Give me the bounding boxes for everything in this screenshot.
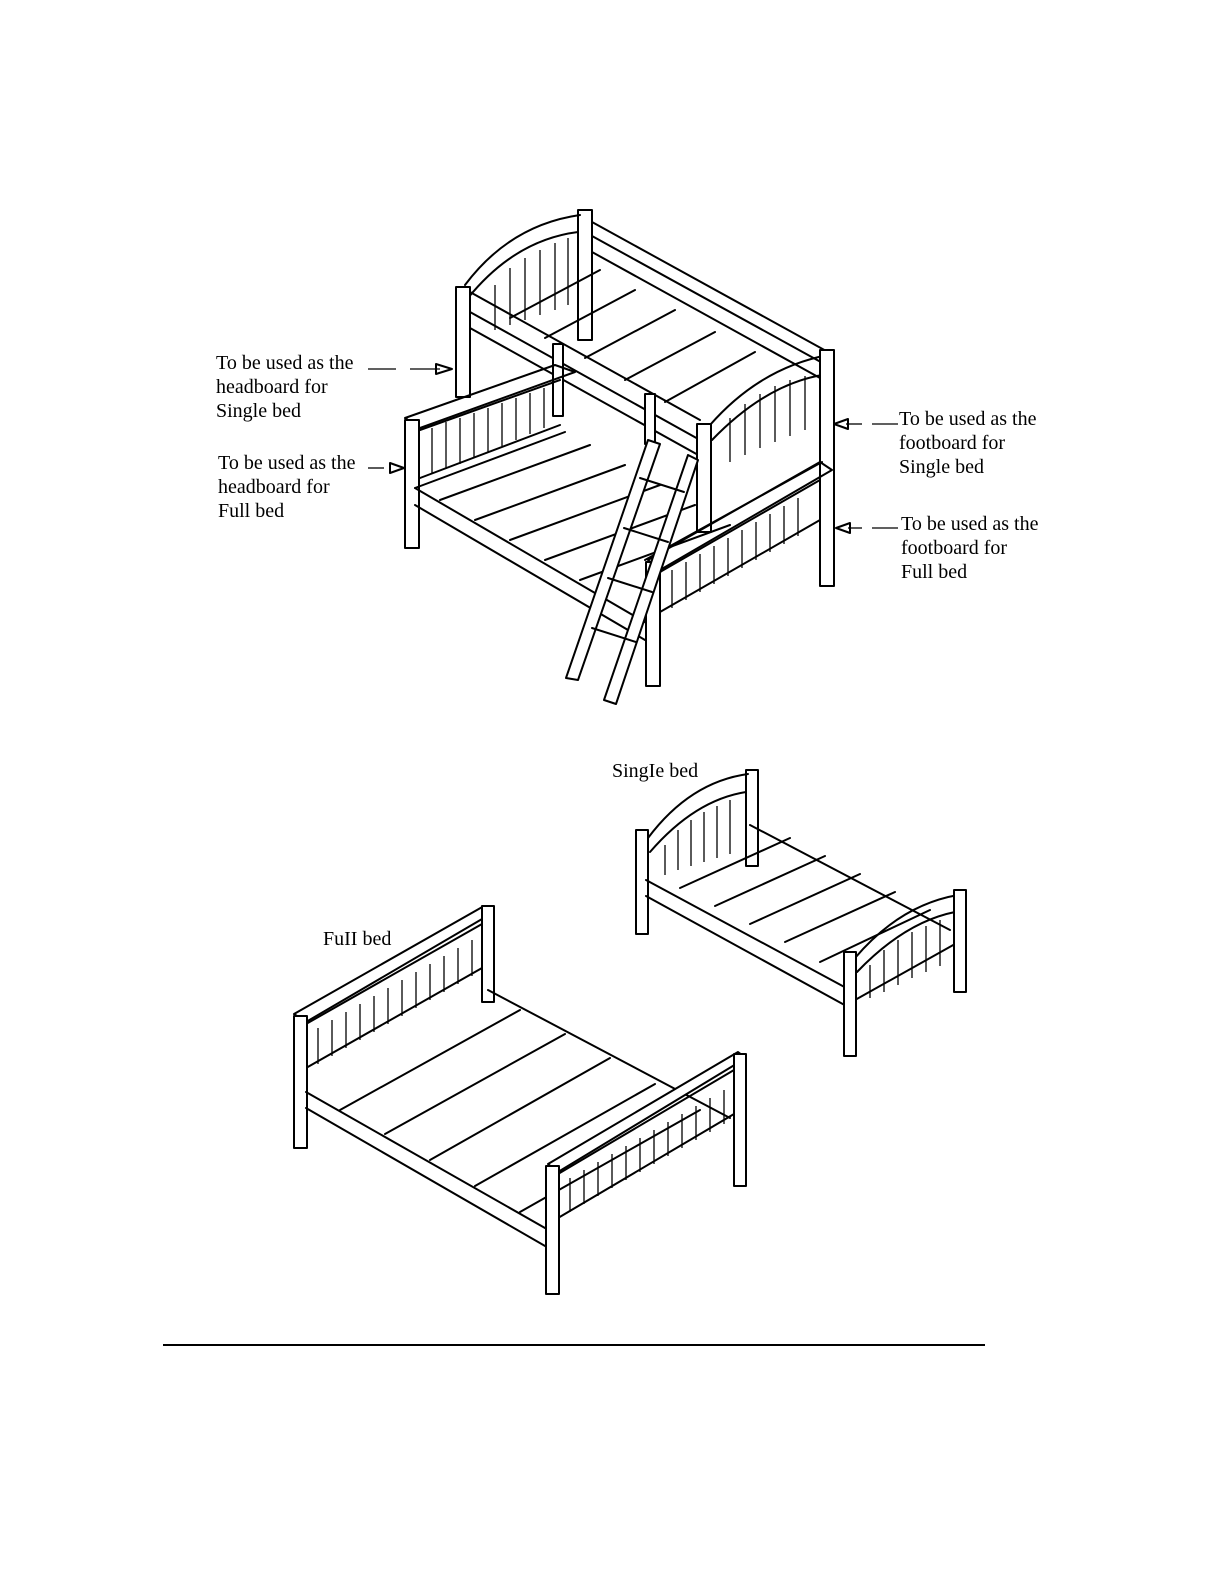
label-line: To be used as the: [218, 451, 355, 475]
label-line: headboard for: [218, 475, 355, 499]
label-line: footboard for: [899, 431, 1036, 455]
full-headboard-label: To be used as the headboard for Full bed: [218, 451, 355, 523]
label-line: footboard for: [901, 536, 1038, 560]
single-headboard-label: To be used as the headboard for Single b…: [216, 351, 353, 423]
label-line: To be used as the: [901, 512, 1038, 536]
single-footboard-label: To be used as the footboard for Single b…: [899, 407, 1036, 479]
label-line: To be used as the: [216, 351, 353, 375]
full-bed-title: FuII bed: [323, 927, 391, 951]
ladder-top-post: [645, 394, 655, 444]
bunk-bed-illustration: [405, 210, 834, 704]
label-line: Full bed: [901, 560, 1038, 584]
label-line: Single bed: [899, 455, 1036, 479]
full-footboard-label: To be used as the footboard for Full bed: [901, 512, 1038, 584]
full-bed-illustration: [294, 906, 746, 1294]
label-line: headboard for: [216, 375, 353, 399]
label-line: Full bed: [218, 499, 355, 523]
label-line: To be used as the: [899, 407, 1036, 431]
bottom-rule: [163, 1344, 985, 1346]
single-bed-title: SingIe bed: [612, 759, 698, 783]
label-line: Single bed: [216, 399, 353, 423]
upper-front-left-post: [456, 287, 470, 397]
single-bed-illustration: [636, 770, 966, 1056]
